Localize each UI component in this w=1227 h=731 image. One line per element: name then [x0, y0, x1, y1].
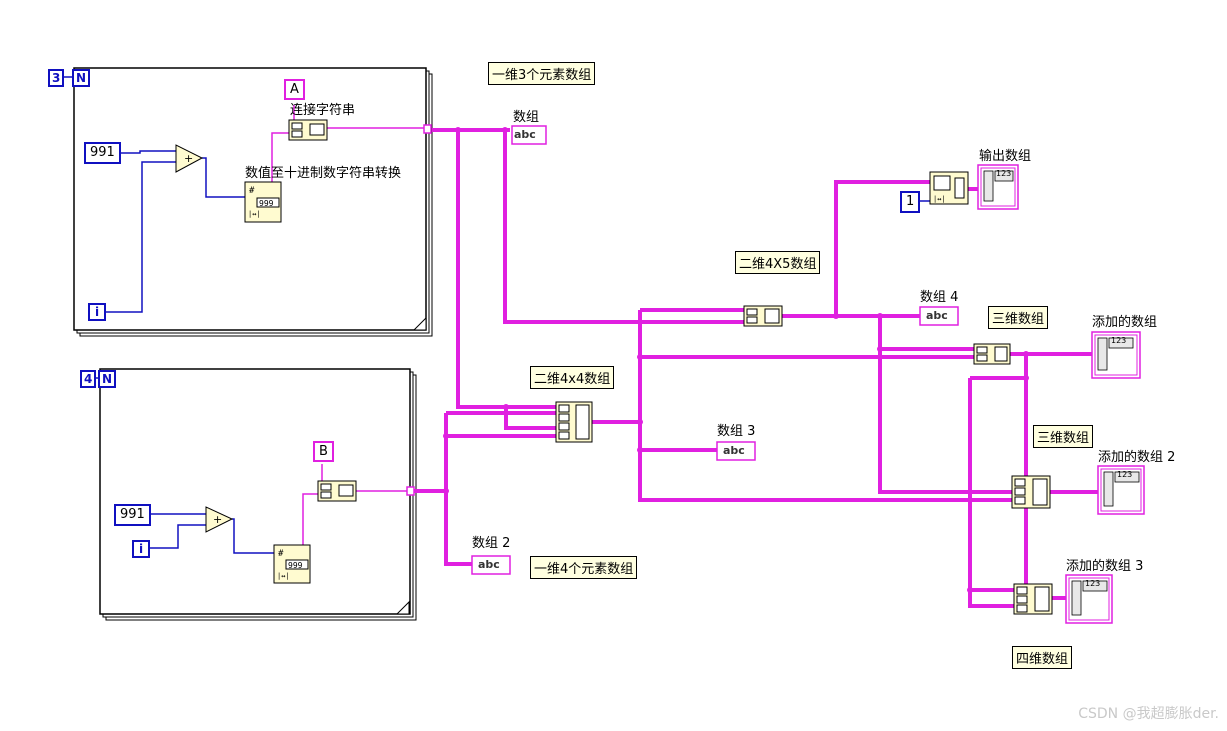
numeric-icon: 123 — [1117, 470, 1133, 479]
array3-label: 数组 3 — [717, 424, 756, 439]
array2-label: 数组 2 — [472, 536, 511, 551]
comment-1d-4: 一维4个元素数组 — [530, 556, 638, 579]
numeric-constant-991-b[interactable]: 991 — [114, 504, 151, 526]
num-to-decimal-node-2[interactable]: # 999 |↔| — [273, 544, 311, 584]
numeric-constant-991-a[interactable]: 991 — [84, 142, 121, 164]
abc-icon: abc — [478, 558, 500, 571]
abc-icon: abc — [514, 128, 536, 141]
build-array-node-3d-b[interactable] — [1011, 475, 1051, 509]
array4-label: 数组 4 — [920, 290, 959, 305]
comment-1d-3: 一维3个元素数组 — [488, 62, 596, 85]
concatenate-strings-node-2[interactable] — [317, 480, 357, 502]
add-node-2[interactable]: + — [205, 506, 234, 533]
add-node-1[interactable]: + — [175, 144, 204, 173]
numeric-constant-1[interactable]: 1 — [900, 191, 921, 213]
added-array-3-indicator[interactable] — [1065, 574, 1113, 624]
svg-text:999: 999 — [259, 199, 274, 208]
array-indicator-2[interactable] — [471, 555, 511, 575]
numeric-icon: 123 — [1111, 336, 1127, 345]
svg-text:+: + — [213, 513, 222, 526]
abc-icon: abc — [926, 309, 948, 322]
loop2-index-terminal[interactable]: i — [132, 540, 150, 558]
added-array-indicator[interactable] — [1091, 331, 1141, 379]
array-indicator-1[interactable] — [511, 125, 547, 145]
numeric-icon: 123 — [1085, 579, 1101, 588]
svg-text:+: + — [184, 152, 193, 165]
for-loop-2[interactable] — [99, 368, 417, 621]
numeric-icon: 123 — [996, 169, 1012, 178]
array-label: 数组 — [513, 110, 540, 125]
build-array-node-4d[interactable] — [1013, 583, 1053, 615]
svg-text:999: 999 — [288, 561, 303, 570]
svg-text:#: # — [278, 549, 284, 559]
watermark: CSDN @我超膨胀der. — [1078, 706, 1219, 722]
svg-text:#: # — [249, 186, 255, 196]
output-tunnel-2[interactable] — [406, 486, 415, 496]
added-array-label: 添加的数组 — [1092, 315, 1158, 330]
concatenate-strings-node-1[interactable] — [288, 119, 328, 141]
array-subset-node[interactable]: |↔| — [929, 171, 969, 205]
svg-text:|↔|: |↔| — [248, 210, 261, 218]
build-array-node-3d[interactable] — [973, 343, 1011, 365]
loop2-count-terminal[interactable]: N — [98, 370, 117, 388]
abc-icon: abc — [723, 444, 745, 457]
string-wires-inner — [271, 105, 426, 553]
comment-3d-a: 三维数组 — [988, 306, 1049, 329]
comment-3d-b: 三维数组 — [1033, 425, 1094, 448]
string-constant-a[interactable]: A — [284, 79, 305, 100]
concat-string-label: 连接字符串 — [290, 103, 356, 118]
loop1-count-terminal[interactable]: N — [72, 69, 91, 87]
loop2-count-constant[interactable]: 4 — [80, 370, 97, 388]
svg-text:|↔|: |↔| — [277, 572, 290, 580]
array-indicator-4[interactable] — [919, 306, 959, 326]
added-array3-label: 添加的数组 3 — [1066, 559, 1144, 574]
num-to-decimal-node-1[interactable]: # 999 |↔| — [244, 181, 282, 223]
wire-junctions — [443, 127, 1029, 593]
added-array2-label: 添加的数组 2 — [1098, 450, 1176, 465]
loop1-count-constant[interactable]: 3 — [48, 69, 65, 87]
comment-2d-4x5: 二维4X5数组 — [735, 251, 821, 274]
added-array-2-indicator[interactable] — [1097, 465, 1145, 515]
output-array-label: 输出数组 — [979, 149, 1032, 164]
output-array-indicator[interactable] — [977, 164, 1019, 210]
string-constant-b[interactable]: B — [313, 441, 334, 462]
loop1-index-terminal[interactable]: i — [88, 303, 106, 321]
build-array-node-4x4[interactable] — [555, 401, 593, 443]
comment-4d: 四维数组 — [1012, 646, 1073, 669]
svg-text:|↔|: |↔| — [933, 195, 946, 203]
comment-2d-4x4: 二维4x4数组 — [530, 366, 615, 389]
array-indicator-3[interactable] — [716, 441, 756, 461]
output-tunnel-1[interactable] — [423, 124, 432, 134]
num-to-decimal-label: 数值至十进制数字符串转换 — [245, 166, 402, 181]
build-array-node-4x5[interactable] — [743, 305, 783, 327]
